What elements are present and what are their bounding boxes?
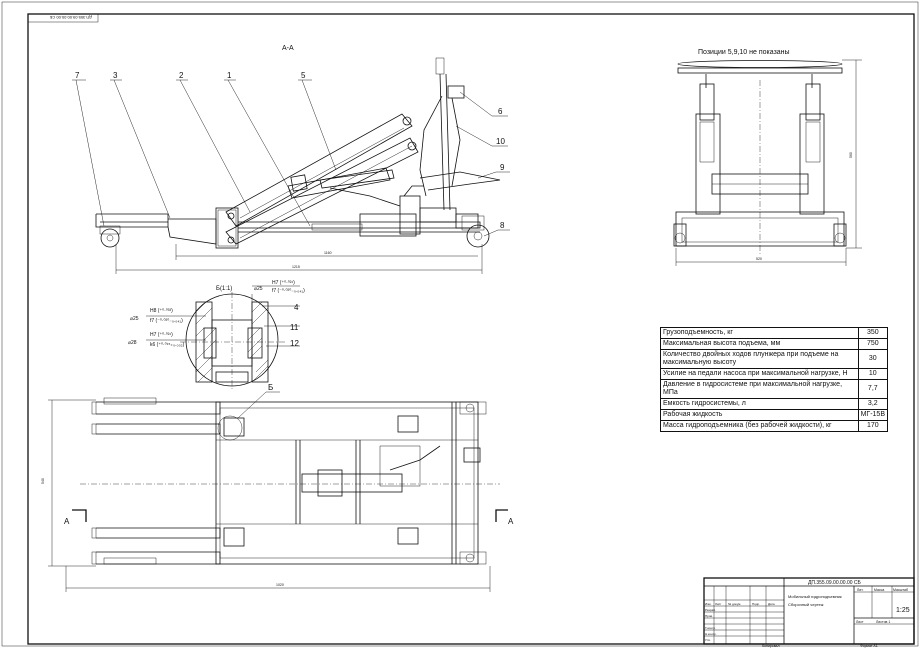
fit-upper-top: H8 (⁺⁰·⁰³³) [150, 308, 173, 314]
leader-7: 7 [75, 71, 80, 80]
tb-role-0: Разраб. [705, 608, 716, 612]
tb-sheet-label: Лист [856, 620, 864, 624]
spec-label: Масса гидроподъемника (без рабочей жидко… [660, 420, 859, 432]
bottom-format: Формат A1 [860, 644, 878, 648]
tb-col-scale: Масштаб [893, 588, 908, 592]
tb-row-doc: № докум. [728, 602, 741, 606]
corner-stamp [27, 13, 99, 23]
spec-row: Количество двойных ходов плунжера при по… [660, 349, 889, 369]
tb-name-line2: Сборочный чертеж [788, 602, 824, 607]
spec-label: Грузоподъемность, кг [660, 327, 859, 339]
leader-10: 10 [496, 137, 505, 146]
spec-label: Максимальная высота подъема, мм [660, 338, 859, 350]
leader-6: 6 [498, 107, 503, 116]
fit-right-top: H7 (⁺⁰·⁰²¹) [272, 280, 295, 286]
tb-row-sign: Подп. [752, 602, 760, 606]
spec-value: МГ-15В [857, 409, 889, 421]
spec-row: Грузоподъемность, кг 350 [660, 327, 889, 339]
spec-label: Рабочая жидкость [660, 409, 859, 421]
section-title: А-А [282, 45, 294, 52]
fit-lower-bottom: k6 (⁺⁰·⁰¹⁵₊₀.₀₀₂) [150, 342, 185, 348]
positions-note: Позиции 5,9,10 не показаны [698, 49, 790, 56]
spec-value: 30 [857, 349, 889, 369]
spec-value: 750 [857, 338, 889, 350]
leader-8: 8 [500, 221, 505, 230]
tb-col-lit: Лит. [857, 588, 863, 592]
tb-col-mass: Масса [874, 588, 884, 592]
spec-label: Количество двойных ходов плунжера при по… [660, 349, 859, 369]
dim-front-height: 560 [849, 152, 853, 158]
tb-role-1: Пров. [705, 614, 713, 618]
leader-2: 2 [179, 71, 184, 80]
dim-side-wheelbase: 1160 [324, 251, 332, 255]
spec-label: Усилие на педали насоса при максимальной… [660, 368, 859, 380]
fit-lower-top: H7 (⁺⁰·⁰²¹) [150, 332, 173, 338]
front-view: Позиции 5,9,10 не показаны 520 560 [673, 49, 862, 266]
detail-b: Б(1:1) H8 (⁺⁰·⁰³³) ⌀25 f7 (⁻⁰·⁰²⁰₋₀.₀₄₁)… [128, 280, 305, 390]
fit-right-bottom: f7 (⁻⁰·⁰²⁰₋₀.₀₄₁) [272, 288, 305, 294]
fit-upper-dia: ⌀25 [130, 316, 139, 322]
section-mark-right: А [508, 517, 514, 526]
spec-label: Емкость гидросистемы, л [660, 398, 859, 410]
leader-1: 1 [227, 71, 232, 80]
leader-11: 11 [290, 323, 299, 332]
leader-12: 12 [290, 339, 299, 348]
fit-right-dia: ⌀25 [254, 286, 263, 292]
tb-role-4: Утв. [705, 638, 711, 642]
tb-scale: 1:25 [896, 607, 910, 614]
corner-code: ДП.355.09.00.00.00 СБ [49, 15, 92, 20]
spec-table: Грузоподъемность, кг 350 Максимальная вы… [660, 327, 889, 432]
plan-view: 1020 540 А А Б [41, 383, 514, 592]
tb-row-list: Лист [715, 602, 722, 606]
bottom-copy: Копировал [762, 644, 780, 648]
leader-5: 5 [301, 71, 306, 80]
dim-plan-length: 1020 [276, 583, 284, 587]
tb-role-2: Т.контр. [705, 626, 716, 630]
tb-designation: ДП.355.09.00.00.00 СБ [808, 580, 862, 586]
spec-row: Рабочая жидкость МГ-15В [660, 409, 889, 421]
tb-sheets-label: Листов 1 [876, 620, 890, 624]
spec-row: Усилие на педали насоса при максимальной… [660, 368, 889, 380]
section-mark-left: А [64, 517, 70, 526]
spec-value: 170 [857, 420, 889, 432]
leader-4: 4 [294, 303, 299, 312]
title-block: ДП.355.09.00.00.00 СБ Мобильный гидропод… [703, 577, 915, 645]
inner-frame [27, 13, 915, 645]
tb-row-izm: Изм. [705, 602, 712, 606]
spec-row: Масса гидроподъемника (без рабочей жидко… [660, 420, 889, 432]
spec-value: 350 [857, 327, 889, 339]
spec-row: Максимальная высота подъема, мм 750 [660, 338, 889, 350]
spec-row: Давление в гидросистеме при максимальной… [660, 379, 889, 399]
dim-side-overall: 1215 [292, 265, 300, 269]
leader-9: 9 [500, 163, 505, 172]
spec-value: 3,2 [857, 398, 889, 410]
tb-role-3: Н.контр. [705, 632, 717, 636]
fit-upper-bottom: f7 (⁻⁰·⁰²⁰₋₀.₀₄₁) [150, 318, 183, 324]
spec-label: Давление в гидросистеме при максимальной… [660, 379, 859, 399]
detail-mark: Б [268, 383, 273, 392]
side-view: А-А [72, 45, 510, 274]
spec-row: Емкость гидросистемы, л 3,2 [660, 398, 889, 410]
spec-value: 10 [857, 368, 889, 380]
fit-lower-dia: ⌀28 [128, 340, 137, 346]
detail-title: Б(1:1) [216, 286, 232, 292]
leader-3: 3 [113, 71, 118, 80]
dim-front-width: 520 [756, 257, 762, 261]
tb-row-date: Дата [768, 602, 775, 606]
dim-plan-width: 540 [41, 478, 45, 484]
tb-name-line1: Мобильный гидроподъемник [788, 594, 842, 599]
spec-value: 7,7 [857, 379, 889, 399]
